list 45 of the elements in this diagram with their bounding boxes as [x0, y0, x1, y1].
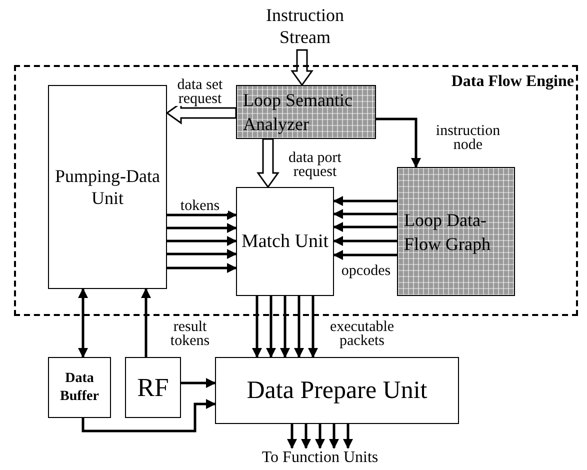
arrow	[167, 223, 237, 233]
arrow	[167, 249, 237, 259]
arrow	[280, 296, 290, 358]
arrow	[343, 424, 353, 449]
arrow	[333, 236, 397, 246]
arrow	[333, 196, 397, 206]
arrow	[333, 222, 397, 232]
arrow	[266, 296, 276, 358]
graph-box	[397, 167, 515, 296]
arrow	[141, 288, 151, 357]
arrow	[167, 263, 237, 273]
unit-label: RF	[137, 374, 169, 400]
hollow-arrow	[256, 138, 280, 188]
unit-label: Data Buffer	[59, 370, 100, 406]
unit-label: Pumping-Data Unit	[54, 165, 161, 209]
arrow	[82, 399, 216, 432]
arrow	[315, 424, 325, 449]
arrow	[329, 424, 339, 449]
engine-dashed-box	[14, 65, 578, 316]
arrow	[333, 250, 397, 260]
arrow	[167, 210, 237, 220]
unit-label: Loop Data-Flow Graph	[403, 208, 492, 256]
arrow	[181, 378, 216, 388]
match-unit-box	[236, 187, 334, 296]
arrow	[376, 118, 421, 168]
pumping-unit-box	[48, 85, 167, 289]
arrow	[294, 296, 304, 358]
unit-label: To Function Units	[262, 450, 378, 466]
arrow	[308, 296, 318, 358]
arrow	[78, 288, 88, 358]
unit-label: Data Prepare Unit	[246, 378, 428, 403]
unit-label: Match Unit	[241, 230, 329, 254]
prepare-unit-box	[215, 357, 459, 424]
engine-title: Data Flow Engine	[451, 73, 574, 91]
arrow	[287, 424, 297, 449]
arrow	[252, 296, 262, 358]
analyzer-box	[236, 85, 376, 139]
unit-label: Instruction Stream	[265, 4, 345, 48]
buffer-box	[48, 357, 111, 418]
arrow	[333, 209, 397, 219]
arrow	[301, 424, 311, 449]
unit-label: Loop Semantic Analyzer	[242, 89, 354, 136]
register-file-box	[125, 357, 181, 418]
hollow-arrow	[290, 49, 314, 86]
arrow	[167, 236, 237, 246]
